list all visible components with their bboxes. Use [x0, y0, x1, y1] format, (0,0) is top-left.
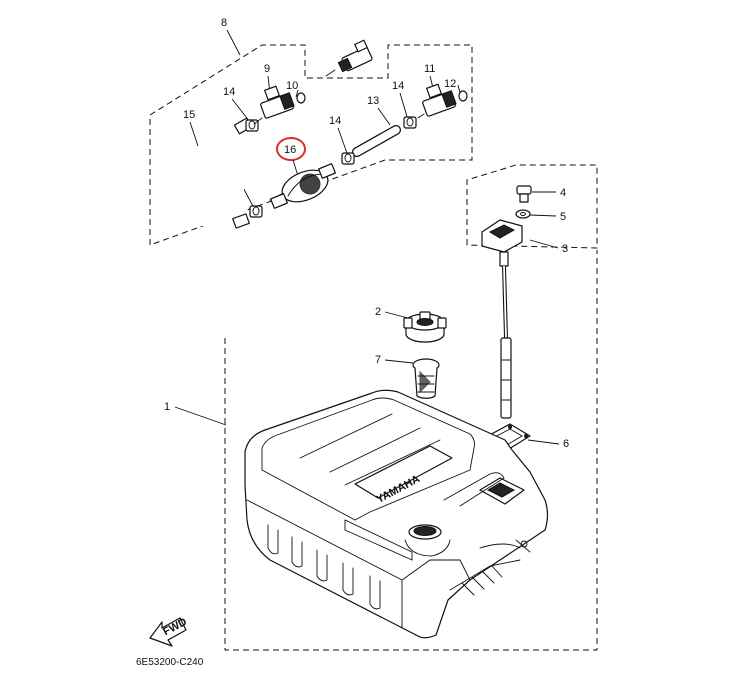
svg-text:1: 1 [164, 401, 170, 413]
gauge-group-box [466, 164, 598, 249]
callout-12: 12 [444, 78, 461, 94]
screw-4 [516, 185, 532, 203]
drawing-code: 6E53200-C240 [136, 657, 204, 668]
callout-16: 16 [276, 137, 306, 177]
callout-8: 8 [221, 17, 241, 56]
connector-8 [325, 39, 373, 77]
svg-text:12: 12 [444, 78, 456, 90]
callout-14-a: 14 [223, 86, 251, 123]
svg-text:7: 7 [375, 354, 381, 366]
clamp-14-c [341, 152, 355, 165]
svg-text:5: 5 [560, 211, 566, 223]
callout-10: 10 [286, 80, 299, 98]
callout-13: 13 [367, 95, 391, 126]
svg-text:2: 2 [375, 306, 381, 318]
callout-3: 3 [529, 239, 568, 255]
clamp-14-b [403, 116, 417, 129]
svg-text:14: 14 [392, 80, 404, 92]
hose-15 [168, 117, 253, 229]
callout-14-c: 14 [329, 115, 349, 157]
callout-6: 6 [527, 438, 569, 450]
connector-11 [417, 83, 457, 119]
callout-2: 2 [375, 306, 409, 319]
fuel-cap-2 [403, 311, 447, 343]
clamp-14-a [245, 119, 259, 132]
primer-bulb-16 [269, 163, 336, 209]
svg-text:10: 10 [286, 80, 298, 92]
svg-text:4: 4 [560, 187, 566, 199]
svg-text:8: 8 [221, 17, 227, 29]
callout-1: 1 [164, 401, 227, 426]
svg-text:14: 14 [223, 86, 235, 98]
svg-text:11: 11 [424, 63, 435, 75]
tank-group-box [224, 250, 598, 651]
callout-7: 7 [375, 354, 414, 366]
svg-text:3: 3 [562, 243, 568, 255]
svg-text:14: 14 [329, 115, 341, 127]
svg-text:13: 13 [367, 95, 379, 107]
callout-15: 15 [183, 109, 199, 147]
svg-text:6: 6 [563, 438, 569, 450]
washer-5 [515, 209, 531, 219]
fwd-arrow-icon: FWD [149, 616, 189, 647]
oring-10 [296, 92, 306, 104]
svg-text:15: 15 [183, 109, 195, 121]
highlight-ring [276, 137, 306, 161]
oring-12 [458, 90, 468, 102]
fuel-tank-1: YAMAHA [244, 389, 549, 639]
callout-4: 4 [532, 187, 566, 199]
hose-13 [352, 125, 401, 157]
callout-5: 5 [529, 211, 566, 223]
svg-text:9: 9 [264, 63, 270, 75]
callout-14-b: 14 [392, 80, 409, 121]
svg-text:16: 16 [284, 144, 296, 156]
connector-9 [253, 85, 295, 125]
clamp-14-d [249, 205, 263, 218]
strainer-7 [412, 358, 440, 399]
fuel-gauge-3 [481, 219, 523, 419]
